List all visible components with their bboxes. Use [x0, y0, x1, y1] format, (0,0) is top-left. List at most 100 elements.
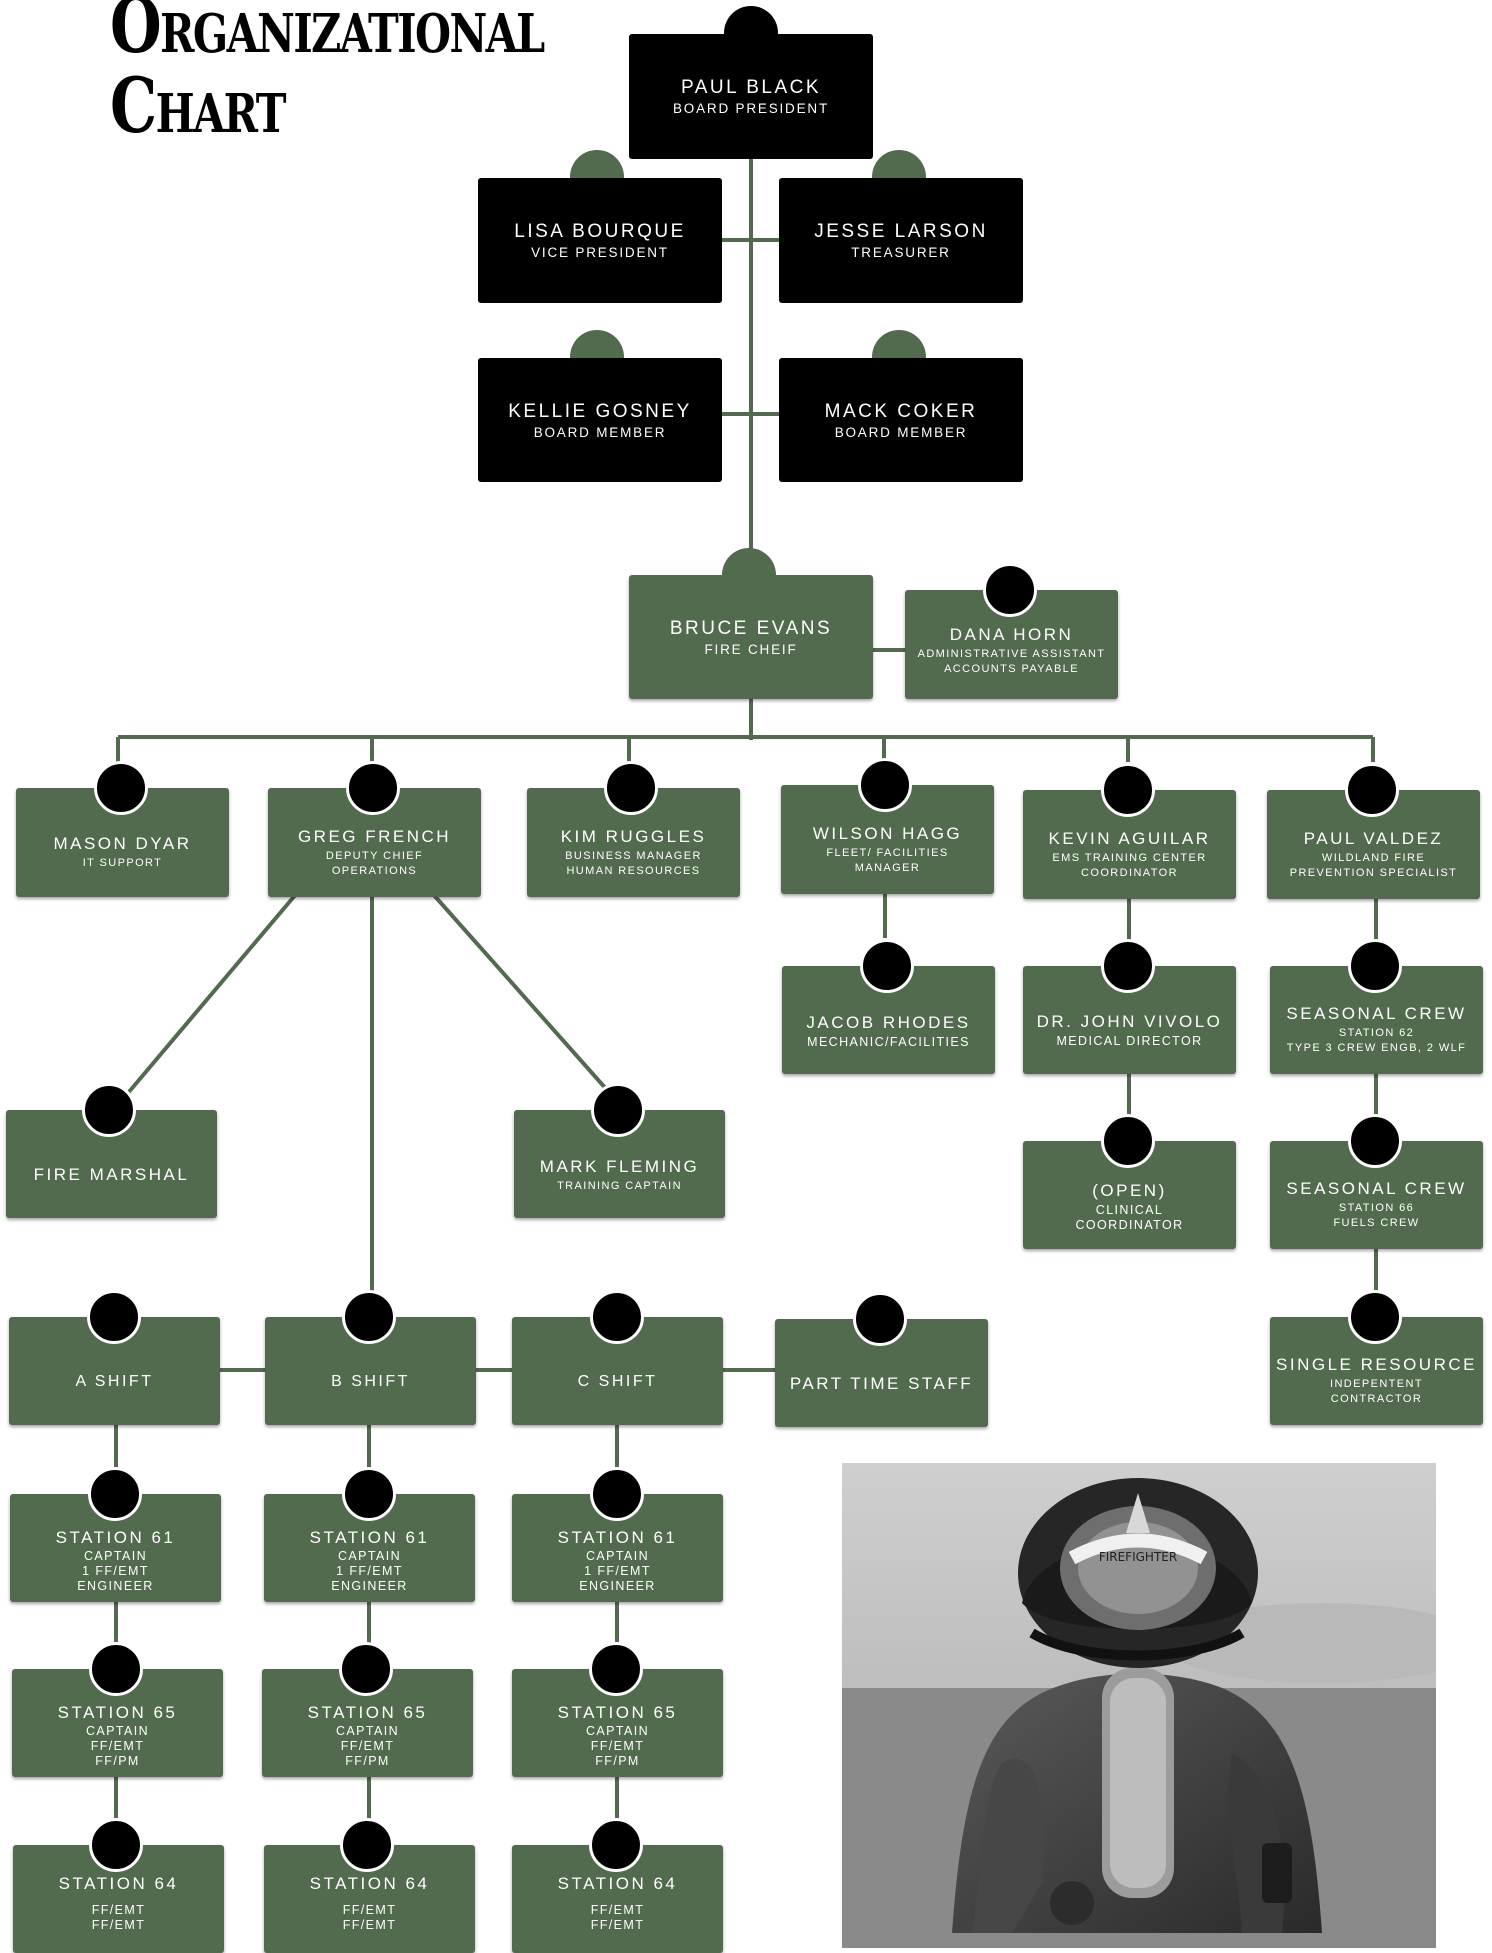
card-role: MANAGER — [854, 861, 921, 874]
avatar-b-station-61 — [342, 1467, 396, 1521]
card-name: DR. JOHN VIVOLO — [1036, 1011, 1223, 1031]
card-role: CAPTAIN — [335, 1723, 400, 1738]
card-name: STATION 65 — [57, 1702, 178, 1722]
card-name: DANA HORN — [949, 624, 1074, 644]
card-name: WILSON HAGG — [812, 823, 963, 843]
avatar-a-shift — [87, 1290, 141, 1344]
card-role: FF/EMT — [590, 1918, 645, 1932]
card-mack-coker[interactable]: MACK COKER BOARD MEMBER — [779, 358, 1023, 482]
card-role: ENGINEER — [579, 1578, 656, 1593]
card-name: B SHIFT — [331, 1373, 410, 1390]
card-role: 1 FF/EMT — [82, 1563, 149, 1578]
card-name: SEASONAL CREW — [1286, 1004, 1467, 1023]
card-name: STATION 61 — [309, 1527, 430, 1547]
card-role: STATION 66 — [1338, 1202, 1415, 1214]
avatar-a-station-61 — [88, 1467, 142, 1521]
avatar-john-vivolo — [1101, 939, 1155, 993]
card-seasonal-crew-62[interactable]: SEASONAL CREW STATION 62 TYPE 3 CREW ENG… — [1270, 966, 1483, 1074]
card-role: COORDINATOR — [1081, 866, 1178, 879]
avatar-c-station-61 — [590, 1467, 644, 1521]
card-role: MECHANIC/FACILITIES — [807, 1034, 970, 1049]
avatar-paul-valdez — [1345, 763, 1399, 817]
card-role: TREASURER — [851, 245, 951, 260]
card-role: FF/EMT — [342, 1918, 397, 1932]
card-role: CAPTAIN — [337, 1548, 402, 1563]
card-role: CLINICAL — [1095, 1203, 1164, 1217]
card-name: STATION 65 — [557, 1702, 678, 1722]
avatar-mark-fleming — [591, 1083, 645, 1137]
card-role: FUELS CREW — [1333, 1217, 1420, 1229]
card-name: A SHIFT — [75, 1373, 154, 1390]
page-title: Organizational Chart — [110, 0, 545, 150]
card-role: FF/EMT — [340, 1738, 395, 1753]
card-role: TYPE 3 CREW ENGB, 2 WLF — [1286, 1042, 1467, 1054]
card-bruce-evans[interactable]: BRUCE EVANS FIRE CHEIF — [629, 575, 873, 699]
card-name: GREG FRENCH — [297, 826, 452, 846]
card-role: FF/EMT — [590, 1738, 645, 1753]
avatar-seasonal-crew-62 — [1348, 939, 1402, 993]
card-role: IT SUPPORT — [82, 857, 163, 869]
card-role: BOARD MEMBER — [834, 424, 968, 440]
card-name: STATION 64 — [58, 1874, 179, 1893]
card-name: PAUL BLACK — [680, 77, 822, 98]
avatar-single-resource — [1348, 1290, 1402, 1344]
card-role: HUMAN RESOURCES — [566, 864, 701, 877]
card-kellie-gosney[interactable]: KELLIE GOSNEY BOARD MEMBER — [478, 358, 722, 482]
avatar-wilson-hagg — [858, 758, 912, 812]
card-role: CAPTAIN — [585, 1723, 650, 1738]
card-lisa-bourque[interactable]: LISA BOURQUE VICE PRESIDENT — [478, 178, 722, 303]
card-clinical-coordinator[interactable]: (OPEN) CLINICAL COORDINATOR — [1023, 1141, 1236, 1249]
avatar-a-station-64 — [89, 1818, 143, 1872]
avatar-part-time-staff — [853, 1292, 907, 1346]
avatar-a-station-65 — [89, 1642, 143, 1696]
avatar-b-station-64 — [340, 1818, 394, 1872]
card-role: VICE PRESIDENT — [531, 245, 669, 260]
card-role: ENGINEER — [77, 1578, 154, 1593]
card-role: FF/EMT — [342, 1903, 397, 1917]
card-jesse-larson[interactable]: JESSE LARSON TREASURER — [779, 178, 1023, 303]
card-name: JESSE LARSON — [814, 221, 988, 242]
card-wilson-hagg[interactable]: WILSON HAGG FLEET/ FACILITIES MANAGER — [781, 785, 994, 894]
card-role: PREVENTION SPECIALIST — [1289, 866, 1458, 879]
avatar-c-station-64 — [589, 1818, 643, 1872]
card-role: DEPUTY CHIEF — [325, 849, 424, 862]
avatar-dana-horn — [983, 563, 1037, 617]
avatar-fire-marshal — [82, 1083, 136, 1137]
card-role: FF/PM — [345, 1753, 390, 1768]
card-role: FF/EMT — [590, 1903, 645, 1917]
card-role: 1 FF/EMT — [336, 1563, 403, 1578]
avatar-clinical-coordinator — [1101, 1114, 1155, 1168]
card-paul-black[interactable]: PAUL BLACK BOARD PRESIDENT — [629, 34, 873, 159]
firefighter-gear-illustration: FIREFIGHTER — [842, 1463, 1436, 1948]
card-role: FF/EMT — [90, 1738, 145, 1753]
avatar-jacob-rhodes — [860, 939, 914, 993]
card-role: CAPTAIN — [85, 1723, 150, 1738]
card-name: (OPEN) — [1092, 1181, 1167, 1200]
card-kim-ruggles[interactable]: KIM RUGGLES BUSINESS MANAGER HUMAN RESOU… — [527, 788, 740, 897]
card-role: FF/EMT — [91, 1918, 146, 1932]
card-role: EMS TRAINING CENTER — [1052, 851, 1207, 864]
card-role: ACCOUNTS PAYABLE — [944, 662, 1079, 675]
card-role: FF/PM — [595, 1753, 640, 1768]
card-role: CAPTAIN — [585, 1548, 650, 1563]
card-b-station-65[interactable]: STATION 65 CAPTAIN FF/EMT FF/PM — [262, 1669, 473, 1777]
card-role: STATION 62 — [1338, 1027, 1415, 1039]
card-name: STATION 64 — [309, 1874, 430, 1893]
card-name: SEASONAL CREW — [1286, 1179, 1467, 1198]
card-role: FIRE CHEIF — [704, 641, 798, 657]
card-name: BRUCE EVANS — [669, 617, 833, 639]
firefighter-gear-photo: FIREFIGHTER — [842, 1463, 1436, 1948]
card-name: MASON DYAR — [53, 834, 192, 853]
avatar-mason-dyar — [94, 761, 148, 815]
card-role: INDEPENTENT — [1329, 1378, 1424, 1390]
card-role: COORDINATOR — [1075, 1218, 1184, 1232]
card-role: ENGINEER — [331, 1578, 408, 1593]
avatar-b-station-65 — [339, 1642, 393, 1696]
card-role: FF/EMT — [91, 1903, 146, 1917]
card-name: JACOB RHODES — [806, 1012, 971, 1032]
card-name: KIM RUGGLES — [560, 826, 707, 846]
card-name: PAUL VALDEZ — [1303, 828, 1444, 848]
card-role: 1 FF/EMT — [584, 1563, 651, 1578]
card-name: C SHIFT — [577, 1373, 658, 1390]
card-role: CONTRACTOR — [1330, 1393, 1423, 1405]
